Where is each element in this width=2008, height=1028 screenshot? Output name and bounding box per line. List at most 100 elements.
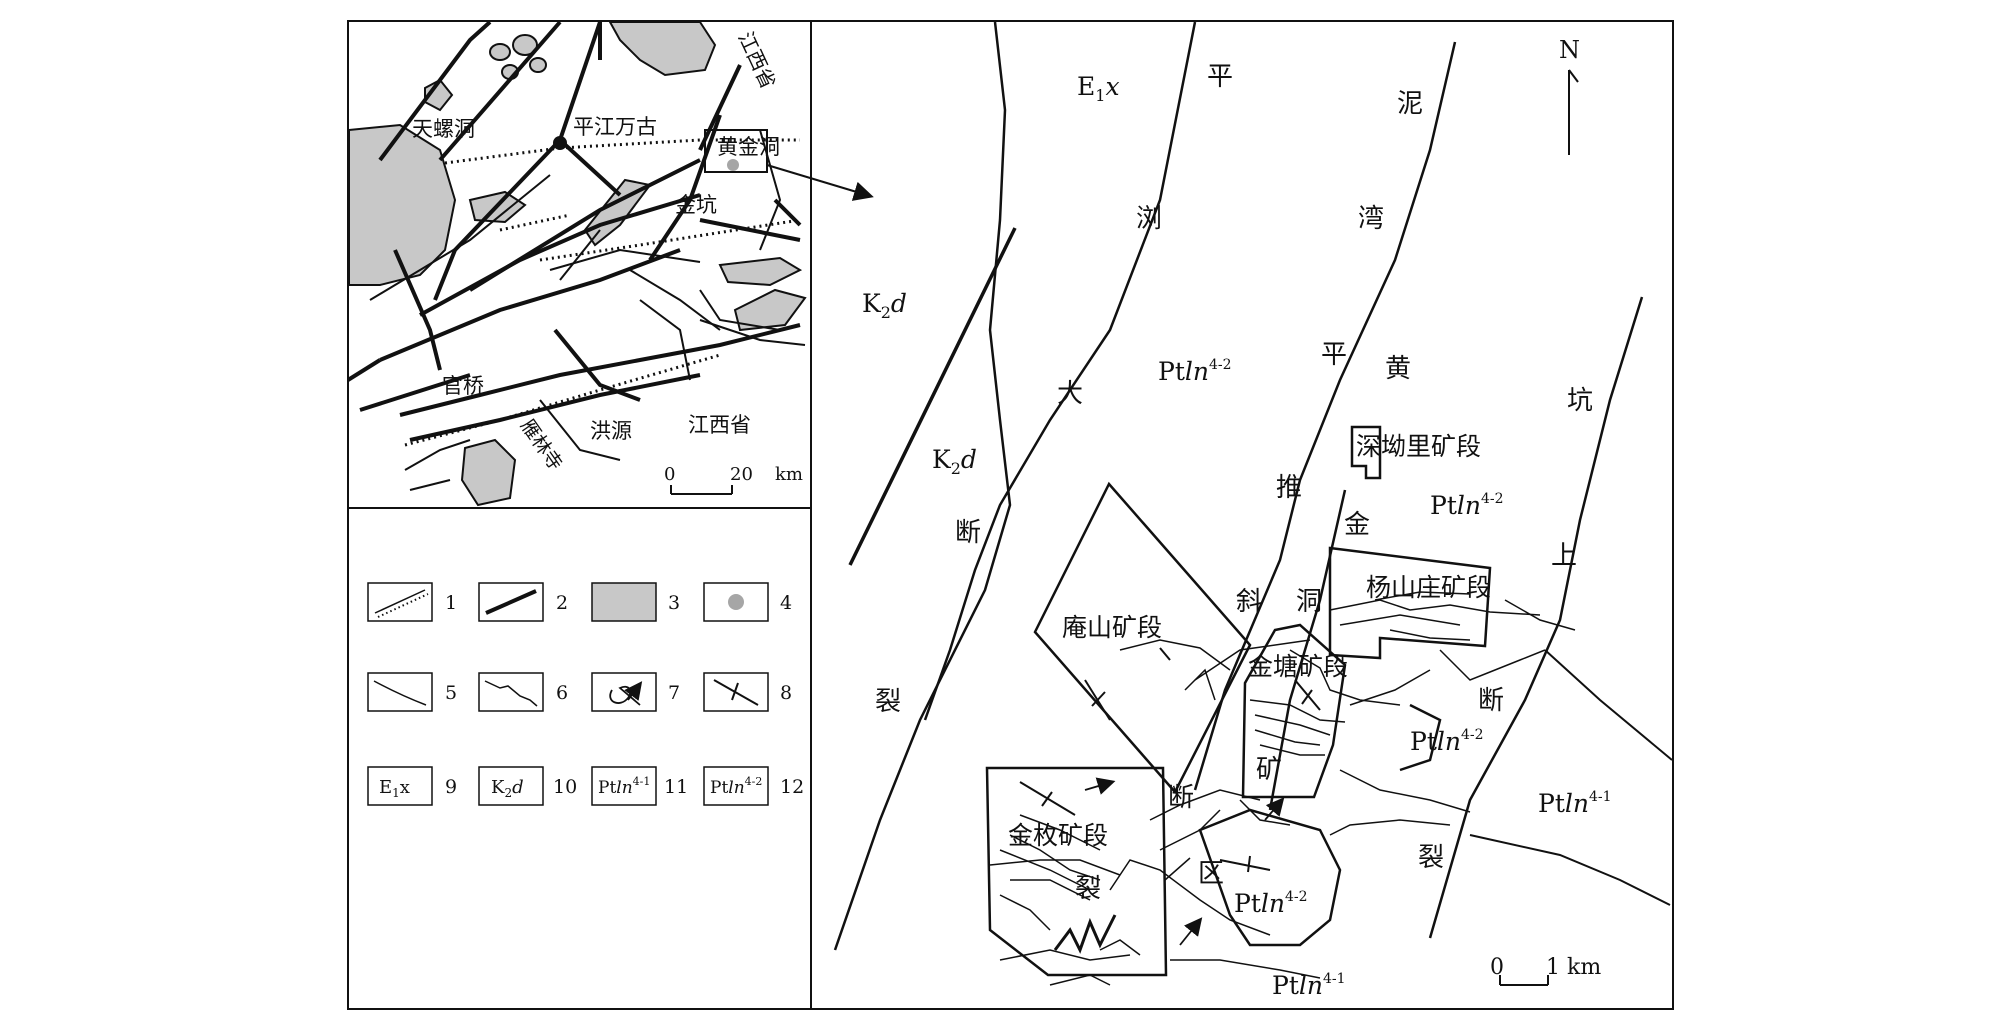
thick-fault-icon [485, 589, 537, 615]
k2d-fault-line [848, 227, 1017, 566]
index-scale-zero: 0 [664, 464, 675, 485]
char-keng: 坑 [1567, 386, 1593, 416]
unit-ptln42-c: Ptln4-2 [1410, 727, 1484, 756]
dotted-fault-icon [374, 589, 426, 614]
gray-ellipse-4 [529, 57, 547, 73]
liuyang-dafault-west [833, 21, 1012, 951]
legend-num-12: 12 [780, 776, 804, 798]
place-hongyuan: 洪源 [590, 419, 632, 443]
gray-region-east2 [733, 288, 807, 332]
liuyang-dafault-east [923, 21, 1197, 721]
section-shenchangli: 深坳里矿段 [1356, 432, 1481, 461]
main-scale-zero: 0 [1490, 955, 1504, 980]
legend-label-k2d: K2d [491, 777, 524, 800]
char-tui: 推 [1276, 473, 1302, 503]
unit-ptln42-d: Ptln4-2 [1234, 889, 1308, 918]
crossed-line-icon [713, 679, 759, 706]
legend-num-3: 3 [668, 592, 680, 614]
pingjiang-dot [553, 136, 567, 150]
legend-box-11 [591, 766, 657, 806]
pinghuang-fault [1268, 489, 1347, 811]
gray-region-west [348, 123, 457, 286]
curve-line-icon [373, 680, 427, 706]
legend-box-6 [478, 672, 544, 712]
char-duan1: 断 [955, 518, 981, 548]
char-lie1: 裂 [875, 687, 901, 717]
index-scale-unit: km [775, 464, 803, 485]
section-yangshanzhuang: 杨山庄矿段 [1366, 573, 1491, 602]
pingni-fault [1193, 41, 1457, 791]
jintang-section-outline [1241, 623, 1347, 799]
legend-num-8: 8 [780, 682, 792, 704]
legend-box-10 [478, 766, 544, 806]
legend: 1 2 3 4 5 6 7 8 E1x 9 K2d [367, 582, 804, 806]
legend-box-12 [703, 766, 769, 806]
char-shang: 上 [1551, 541, 1577, 571]
lens-east [1399, 703, 1442, 772]
place-huangjindong: 黄金洞 [717, 135, 780, 159]
north-label: N [1559, 36, 1580, 64]
place-guanqiao: 官桥 [442, 374, 484, 398]
crossed-line-symbols [1019, 647, 1321, 873]
char-liu: 浏 [1136, 204, 1162, 234]
section-anshan: 庵山矿段 [1062, 613, 1162, 642]
wavy-line-icon [484, 680, 538, 707]
southeast-fault [1544, 649, 1673, 761]
place-jinkeng: 金坑 [675, 193, 717, 217]
fault-name-chars: 平 泥 浏 湾 平 黄 大 坑 推 金 断 上 斜 洞 裂 断 矿 断 区 裂 … [875, 62, 1593, 904]
legend-label-ptln42: Ptln4-2 [710, 775, 762, 798]
char-ping2: 平 [1321, 340, 1347, 370]
legend-num-6: 6 [556, 682, 568, 704]
gray-fill-icon [591, 582, 657, 622]
index-map: 天螺洞 平江万古 黄金洞 江西省 金坑 官桥 洪源 江西省 雁林寺 0 20 k… [346, 20, 874, 507]
main-scale-bar: 0 1 km [1490, 955, 1601, 986]
gray-region-south [460, 438, 517, 507]
gray-region-northeast [608, 21, 717, 77]
section-jinmei: 金枚矿段 [1008, 821, 1108, 850]
jinmei-wedge-marks [1053, 914, 1117, 954]
anshan-section-outline [1033, 481, 1252, 795]
index-dotted-faults [404, 138, 801, 447]
index-faults [346, 20, 802, 442]
gray-ellipse-2 [512, 34, 538, 56]
place-jiangxi: 江西省 [688, 413, 751, 437]
unit-k2d-a: K2d [862, 289, 907, 322]
char-ni: 泥 [1397, 89, 1423, 119]
huangjindong-dot [727, 159, 739, 171]
char-ping1: 平 [1207, 62, 1233, 92]
legend-num-9: 9 [445, 776, 457, 798]
legend-box-5 [367, 672, 433, 712]
gray-region-east1 [718, 256, 803, 287]
char-duan2: 断 [1478, 686, 1504, 716]
gray-region-mid [583, 178, 652, 247]
main-veins [989, 591, 1576, 986]
section-jintang: 金塘矿段 [1248, 652, 1348, 681]
char-da: 大 [1057, 379, 1083, 409]
char-dong: 洞 [1296, 587, 1322, 617]
unit-e1x: E1x [1077, 72, 1120, 105]
main-map [833, 21, 1673, 986]
main-map-frame [810, 20, 1674, 1010]
unit-ptln42-a: Ptln4-2 [1158, 357, 1232, 386]
unit-k2d-b: K2d [932, 445, 977, 478]
unit-ptln41-b: Ptln4-1 [1272, 971, 1346, 1000]
east-fault [1469, 834, 1671, 906]
place-jiangxi-ne: 江西省 [733, 28, 780, 93]
fold-arrow-icon [609, 681, 643, 706]
index-scale-bar: 0 20 km [664, 464, 803, 495]
char-qu: 区 [1198, 859, 1224, 889]
section-labels: 深坳里矿段 杨山庄矿段 庵山矿段 金塘矿段 金枚矿段 [1008, 432, 1491, 850]
char-lie3: 裂 [1418, 843, 1444, 873]
char-xie: 斜 [1236, 587, 1262, 617]
legend-num-7: 7 [668, 682, 680, 704]
north-arrow: N [1559, 36, 1580, 155]
main-scale-label: 1 km [1546, 955, 1601, 980]
unit-ptln41-a: Ptln4-1 [1538, 789, 1612, 818]
index-contacts [369, 129, 806, 491]
legend-box-9 [367, 766, 433, 806]
place-pingjiang: 平江万古 [573, 115, 657, 139]
char-jin: 金 [1344, 510, 1370, 540]
legend-num-1: 1 [445, 592, 457, 614]
shenchangli-section-outline [1350, 425, 1382, 480]
